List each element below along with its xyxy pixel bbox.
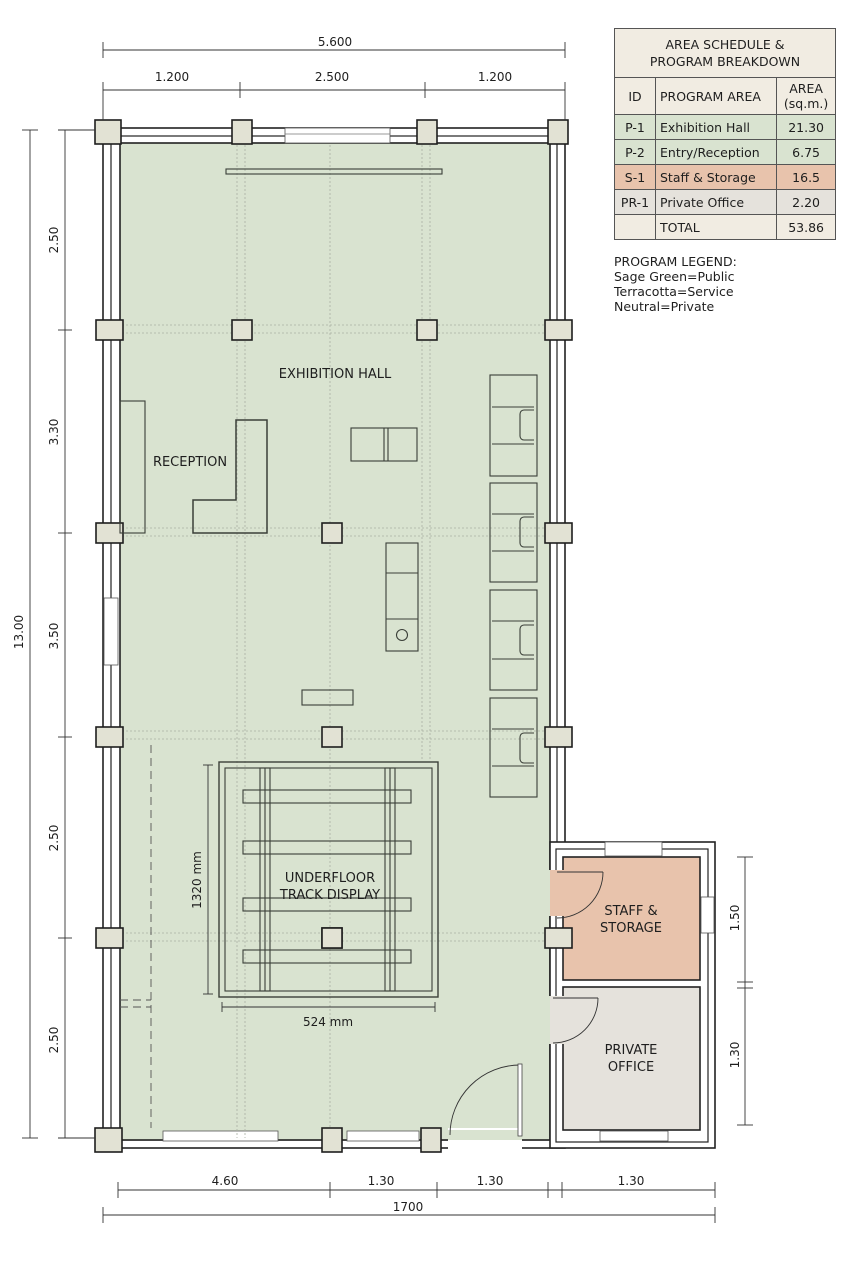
columns	[94, 119, 573, 1153]
dim-bottom-overall: 1700	[393, 1200, 424, 1214]
label-staff-1: STAFF &	[604, 904, 657, 919]
dim-left-3: 3.50	[47, 623, 61, 650]
dim-bottom-1: 4.60	[212, 1174, 239, 1188]
info-panel	[301, 689, 354, 706]
program-legend: PROGRAM LEGEND: Sage Green=Public Terrac…	[614, 254, 737, 314]
windows	[103, 127, 715, 1142]
window-annex-top	[604, 841, 663, 857]
dim-top-1: 1.200	[155, 70, 189, 84]
back-wall-display-rail	[225, 168, 443, 175]
furniture	[119, 168, 538, 1128]
track-sleepers	[242, 789, 412, 964]
dimensions: 5.600 1.200 2.500 1.200 13.00 2.50 3.30 …	[12, 35, 753, 1223]
label-exhibition-hall: EXHIBITION HALL	[279, 367, 392, 382]
label-reception: RECEPTION	[153, 455, 227, 470]
annex-walls	[540, 841, 716, 1149]
window-annex-right	[700, 896, 715, 934]
entrance-door-swing	[449, 1064, 521, 1136]
track-rails	[259, 767, 396, 992]
display-knob	[395, 628, 409, 642]
window-top	[284, 127, 391, 144]
window-bottom-left	[162, 1130, 279, 1142]
dim-left-1: 2.50	[47, 227, 61, 254]
legend-title: PROGRAM LEGEND:	[614, 254, 737, 269]
label-track-display-2: TRACK DISPLAY	[279, 888, 380, 903]
dim-bottom-3: 1.30	[477, 1174, 504, 1188]
header-program-area: PROGRAM AREA	[654, 77, 778, 115]
legend-item-private: Neutral=Private	[614, 299, 715, 314]
dim-bottom-4: 1.30	[618, 1174, 645, 1188]
dim-track-height: 1320 mm	[190, 851, 204, 909]
main-walls	[102, 127, 566, 1149]
legend-item-public: Sage Green=Public	[614, 269, 735, 284]
schedule-title: AREA SCHEDULE &PROGRAM BREAKDOWN	[614, 28, 836, 78]
display-table	[385, 542, 419, 652]
dim-left-5: 2.50	[47, 1027, 61, 1054]
entrance-door-leaf	[517, 1063, 523, 1137]
office-door-swing	[552, 997, 599, 1044]
display-cases	[489, 374, 538, 798]
label-track-display-1: UNDERFLOOR	[285, 871, 375, 886]
underfloor-track-display	[218, 761, 439, 998]
dim-bottom-2: 1.30	[368, 1174, 395, 1188]
label-office-1: PRIVATE	[605, 1043, 658, 1058]
staff-storage-floor	[562, 856, 701, 981]
staff-door-swing	[556, 871, 604, 919]
dim-left-4: 2.50	[47, 825, 61, 852]
window-bottom-mid	[346, 1130, 420, 1142]
reception-back-counter	[119, 400, 146, 534]
header-id: ID	[614, 77, 656, 115]
header-area: AREA(sq.m.)	[776, 77, 836, 115]
dim-top-2: 2.500	[315, 70, 349, 84]
dim-right-1: 1.50	[728, 905, 742, 932]
doors	[449, 871, 604, 1137]
dim-right-2: 1.30	[728, 1042, 742, 1069]
legend-item-service: Terracotta=Service	[614, 284, 734, 299]
exhibition-hall-floor	[119, 142, 551, 1141]
label-office-2: OFFICE	[608, 1060, 654, 1075]
reception-desk	[192, 419, 268, 534]
dim-top-overall: 5.600	[318, 35, 352, 49]
window-left	[103, 597, 119, 666]
office-door-opening	[546, 996, 564, 1044]
dim-left-overall: 13.00	[12, 615, 26, 649]
staff-door-opening	[546, 870, 564, 916]
dim-left-2: 3.30	[47, 419, 61, 446]
label-staff-2: STORAGE	[600, 921, 662, 936]
room-labels: EXHIBITION HALL RECEPTION UNDERFLOOR TRA…	[153, 367, 662, 1075]
window-annex-bottom	[599, 1130, 669, 1142]
area-schedule-table: AREA SCHEDULE &PROGRAM BREAKDOWN ID PROG…	[614, 28, 836, 240]
dim-top-3: 1.200	[478, 70, 512, 84]
dim-track-width: 524 mm	[303, 1015, 353, 1029]
private-office-floor	[562, 986, 701, 1131]
